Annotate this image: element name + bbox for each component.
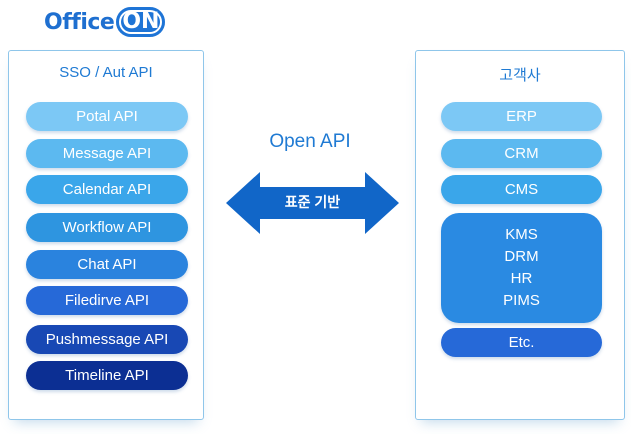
- customer-panel-title: 고객사: [499, 67, 541, 84]
- group-item-drm: DRM: [504, 248, 539, 265]
- sso-panel-title: SSO / Aut API: [59, 64, 153, 81]
- double-arrow-icon: [226, 172, 399, 234]
- group-item-hr: HR: [510, 270, 533, 287]
- office-on-logo: Office ON: [44, 6, 166, 38]
- customer-item-crm: CRM: [441, 139, 602, 168]
- api-item-timeline: Timeline API: [26, 361, 188, 390]
- sso-api-panel: SSO / Aut API Potal API Message API Cale…: [8, 50, 204, 420]
- api-item-workflow: Workflow API: [26, 213, 188, 242]
- api-item-message: Message API: [26, 139, 188, 168]
- api-item-chat: Chat API: [26, 250, 188, 279]
- api-item-pushmessage: Pushmessage API: [26, 325, 188, 354]
- open-api-title: Open API: [269, 131, 351, 152]
- customer-item-erp: ERP: [441, 102, 602, 131]
- api-item-potal: Potal API: [26, 102, 188, 131]
- logo-badge: ON: [116, 7, 166, 37]
- api-item-calendar: Calendar API: [26, 175, 188, 204]
- group-item-kms: KMS: [505, 226, 538, 243]
- logo-text: Office: [44, 9, 115, 35]
- customer-item-cms: CMS: [441, 175, 602, 204]
- double-arrow-shape: [226, 172, 399, 234]
- customer-group-box: KMS DRM HR PIMS: [441, 213, 602, 323]
- customer-item-etc: Etc.: [441, 328, 602, 357]
- group-item-pims: PIMS: [503, 292, 540, 309]
- customer-panel: 고객사 ERP CRM CMS KMS DRM HR PIMS Etc.: [415, 50, 625, 420]
- standard-based-label: 표준 기반: [284, 194, 341, 210]
- api-item-filedrive: Filedirve API: [26, 286, 188, 315]
